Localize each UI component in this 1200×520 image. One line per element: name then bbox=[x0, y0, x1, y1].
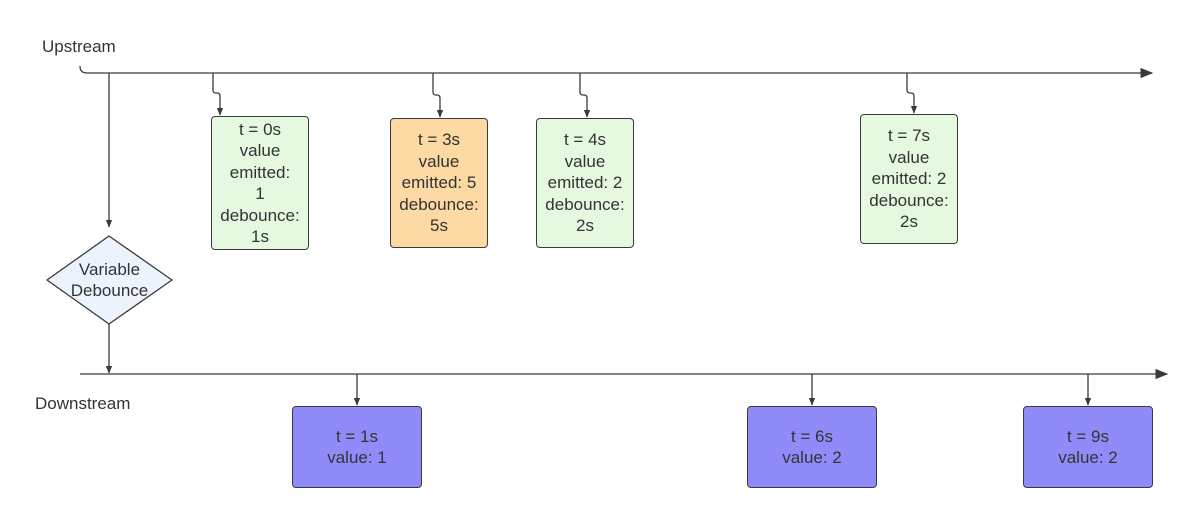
upstream-timeline bbox=[79, 65, 1154, 79]
upstream-event-connector bbox=[432, 73, 444, 118]
upstream-event-text: t = 7s value emitted: 2 debounce: 2s bbox=[869, 126, 949, 232]
upstream-label: Upstream bbox=[42, 37, 116, 56]
downstream-event-text: t = 1s value: 1 bbox=[327, 426, 387, 468]
upstream-event-box: t = 7s value emitted: 2 debounce: 2s bbox=[860, 114, 958, 244]
upstream-event-box: t = 4s value emitted: 2 debounce: 2s bbox=[536, 118, 634, 248]
upstream-event-connector bbox=[579, 73, 591, 118]
upstream-event-box-highlight: t = 3s value emitted: 5 debounce: 5s bbox=[390, 118, 488, 248]
variable-debounce-label: Variable Debounce bbox=[70, 260, 149, 300]
upstream-event-text: t = 3s value emitted: 5 debounce: 5s bbox=[399, 130, 479, 236]
downstream-event-box: t = 1s value: 1 bbox=[292, 406, 422, 488]
upstream-event-text: t = 0s value emitted: 1 debounce: 1s bbox=[220, 119, 300, 247]
upstream-event-connector bbox=[212, 73, 224, 116]
downstream-event-box: t = 9s value: 2 bbox=[1023, 406, 1153, 488]
downstream-event-text: t = 6s value: 2 bbox=[782, 426, 842, 468]
upstream-event-box: t = 0s value emitted: 1 debounce: 1s bbox=[211, 116, 309, 250]
upstream-event-text: t = 4s value emitted: 2 debounce: 2s bbox=[545, 130, 625, 236]
downstream-event-box: t = 6s value: 2 bbox=[747, 406, 877, 488]
upstream-event-connector bbox=[906, 73, 918, 114]
downstream-event-text: t = 9s value: 2 bbox=[1058, 426, 1118, 468]
downstream-label: Downstream bbox=[35, 394, 131, 413]
